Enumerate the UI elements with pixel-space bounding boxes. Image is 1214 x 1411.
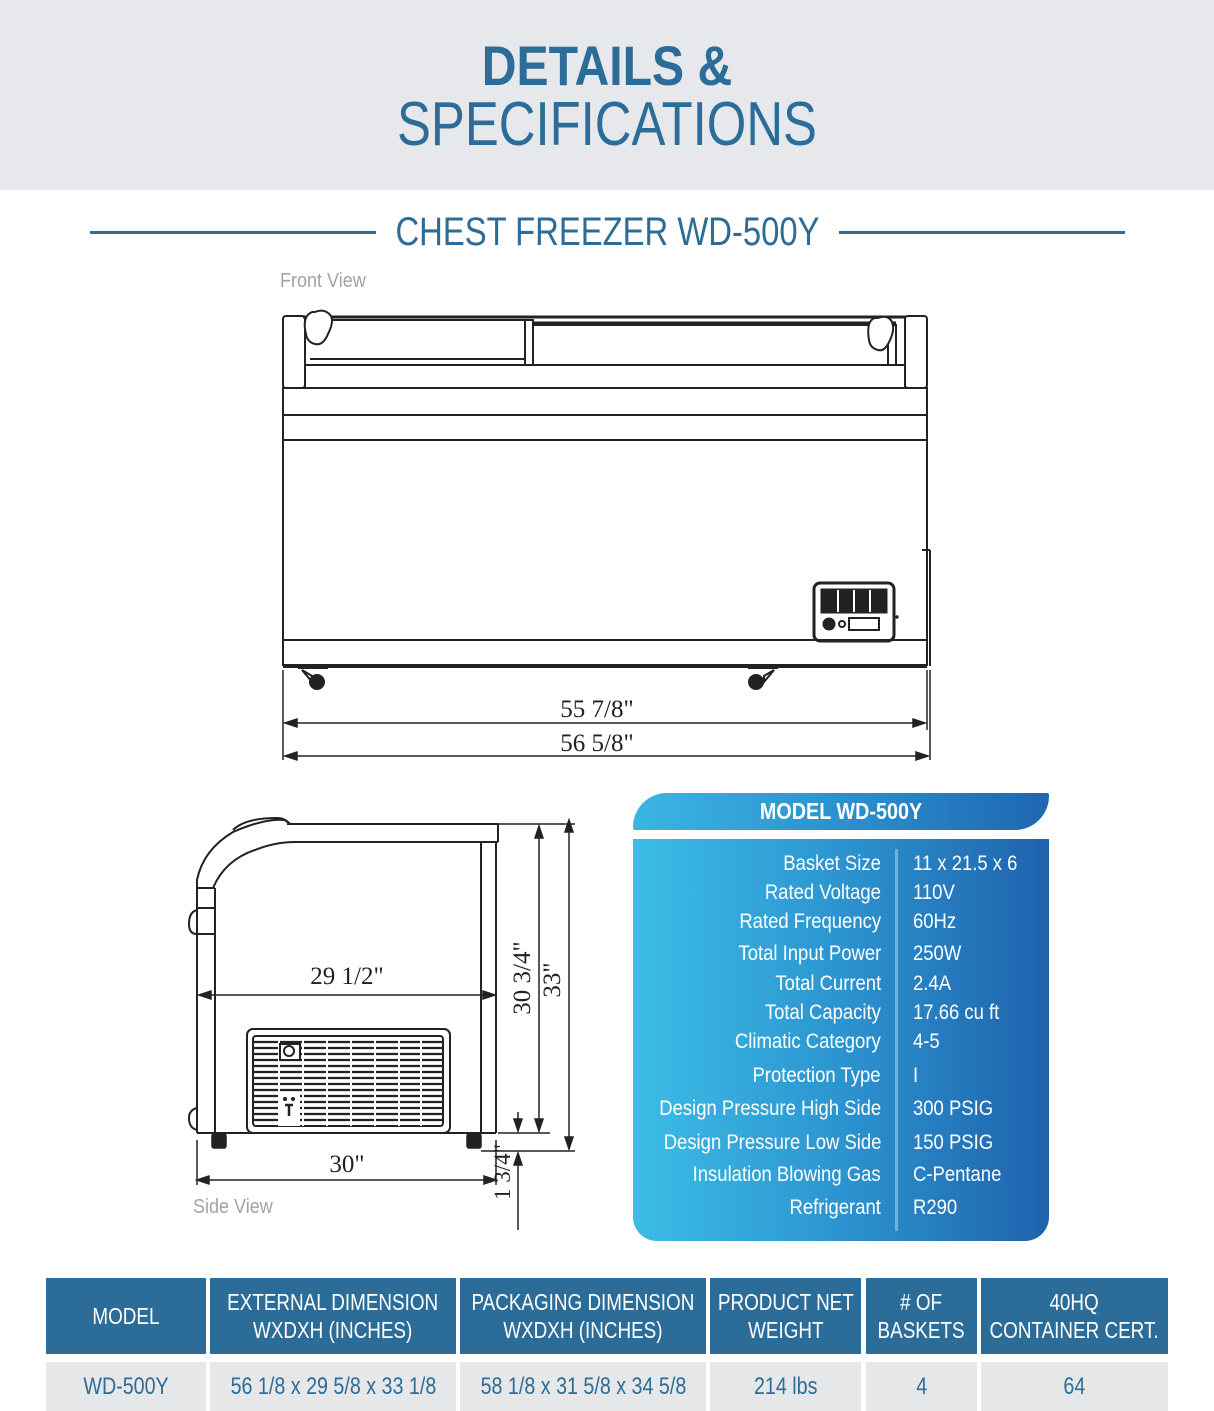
subtitle-rule-left [90, 231, 376, 234]
spec-label: Insulation Blowing Gas [693, 1163, 881, 1186]
header-label: MODEL [92, 1303, 160, 1329]
header-label: PRODUCT NET [717, 1289, 854, 1315]
table-cell-model: WD-500Y [46, 1362, 206, 1411]
cell-value: WD-500Y [83, 1372, 169, 1400]
spec-label: Total Current [775, 972, 881, 995]
spec-row: Rated Voltage 110V [633, 878, 1049, 908]
front-view-drawing: 55 7/8" 56 5/8" [282, 309, 931, 762]
side-caster-height-dimension: 1 3/4" [490, 1144, 515, 1200]
front-view-label: Front View [280, 270, 366, 292]
product-subtitle: CHEST FREEZER WD-500Y [395, 210, 820, 254]
spec-row: Total Input Power 250W [633, 939, 1049, 969]
side-overall-depth-dimension: 30" [329, 1151, 364, 1178]
table-cell-external-dimension: 56 1/8 x 29 5/8 x 33 1/8 [210, 1362, 456, 1411]
header-label: EXTERNAL DIMENSION [227, 1289, 439, 1315]
spec-value: 11 x 21.5 x 6 [913, 852, 1018, 875]
cell-value: 4 [916, 1372, 927, 1400]
spec-row: Insulation Blowing Gas C-Pentane [633, 1160, 1049, 1190]
spec-value: 17.66 cu ft [913, 1001, 1000, 1024]
table-cell-baskets: 4 [866, 1362, 977, 1411]
header-label: BASKETS [877, 1317, 965, 1343]
spec-value: 150 PSIG [913, 1131, 994, 1154]
spec-value: 60Hz [913, 910, 957, 933]
spec-label: Refrigerant [789, 1196, 881, 1219]
spec-value: 2.4A [913, 972, 952, 995]
spec-value: I [913, 1064, 919, 1087]
spec-value: 110V [913, 881, 955, 904]
spec-value: R290 [913, 1196, 958, 1219]
spec-value: C-Pentane [913, 1163, 1002, 1186]
header-label: # OF [900, 1289, 943, 1315]
table-cell-packaging-dimension: 58 1/8 x 31 5/8 x 34 5/8 [460, 1362, 706, 1411]
table-cell-container-cert: 64 [981, 1362, 1168, 1411]
spec-row: Total Current 2.4A [633, 969, 1049, 999]
spec-value: 300 PSIG [913, 1097, 994, 1120]
header-label: CONTAINER CERT. [989, 1317, 1160, 1343]
spec-label: Total Input Power [738, 942, 881, 965]
spec-label: Design Pressure Low Side [663, 1131, 881, 1154]
spec-row: Total Capacity 17.66 cu ft [633, 998, 1049, 1028]
header-label: 40HQ [1049, 1289, 1100, 1315]
front-inner-width-dimension: 55 7/8" [560, 696, 633, 723]
spec-row: Design Pressure Low Side 150 PSIG [633, 1128, 1049, 1158]
spec-value: 4-5 [913, 1030, 940, 1053]
side-cabinet-height-dimension: 30 3/4" [509, 941, 536, 1014]
side-overall-height-dimension: 33" [539, 962, 566, 997]
spec-card-body: Basket Size 11 x 21.5 x 6 Rated Voltage … [633, 839, 1049, 1241]
spec-label: Rated Frequency [739, 910, 881, 933]
spec-row: Refrigerant R290 [633, 1193, 1049, 1223]
cell-value: 214 lbs [753, 1372, 818, 1400]
header-label: WXDXH (INCHES) [503, 1317, 663, 1343]
page-title-line1: DETAILS & [481, 34, 733, 97]
page-header: DETAILS & SPECIFICATIONS [0, 0, 1214, 190]
spec-value: 250W [913, 942, 962, 965]
header-label: WXDXH (INCHES) [253, 1317, 413, 1343]
cell-value: 56 1/8 x 29 5/8 x 33 1/8 [230, 1372, 436, 1400]
spec-label: Rated Voltage [764, 881, 881, 904]
header-label: WEIGHT [747, 1317, 824, 1343]
spec-label: Total Capacity [764, 1001, 881, 1024]
front-overall-width-dimension: 56 5/8" [560, 730, 633, 757]
spec-label: Design Pressure High Side [659, 1097, 881, 1120]
cell-value: 58 1/8 x 31 5/8 x 34 5/8 [480, 1372, 686, 1400]
header-label: PACKAGING DIMENSION [471, 1289, 695, 1315]
subtitle-rule-right [839, 231, 1125, 234]
spec-row: Protection Type I [633, 1061, 1049, 1091]
page-title-line2: SPECIFICATIONS [397, 90, 817, 159]
compressor-grille [246, 1028, 451, 1134]
table-header-model: MODEL [46, 1278, 206, 1354]
spec-row: Climatic Category 4-5 [633, 1027, 1049, 1057]
spec-label: Basket Size [783, 852, 881, 875]
spec-label: Protection Type [752, 1064, 881, 1087]
side-view-label: Side View [193, 1196, 273, 1218]
control-panel [812, 581, 899, 643]
product-subtitle-block: CHEST FREEZER WD-500Y [90, 206, 1125, 258]
side-view-drawing: 29 1/2" 30" 30 3/4" 33" 1 3/4" [187, 816, 575, 1230]
table-cell-net-weight: 214 lbs [710, 1362, 861, 1411]
spec-row: Design Pressure High Side 300 PSIG [633, 1094, 1049, 1124]
spec-row: Basket Size 11 x 21.5 x 6 [633, 849, 1049, 879]
side-cabinet-depth-dimension: 29 1/2" [310, 963, 383, 990]
spec-row: Rated Frequency 60Hz [633, 907, 1049, 937]
spec-label: Climatic Category [735, 1030, 881, 1053]
spec-card-header: MODEL WD-500Y [633, 793, 1049, 830]
spec-card-title: MODEL WD-500Y [759, 798, 923, 824]
spec-card-divider [895, 849, 898, 1231]
cell-value: 64 [1063, 1372, 1086, 1400]
